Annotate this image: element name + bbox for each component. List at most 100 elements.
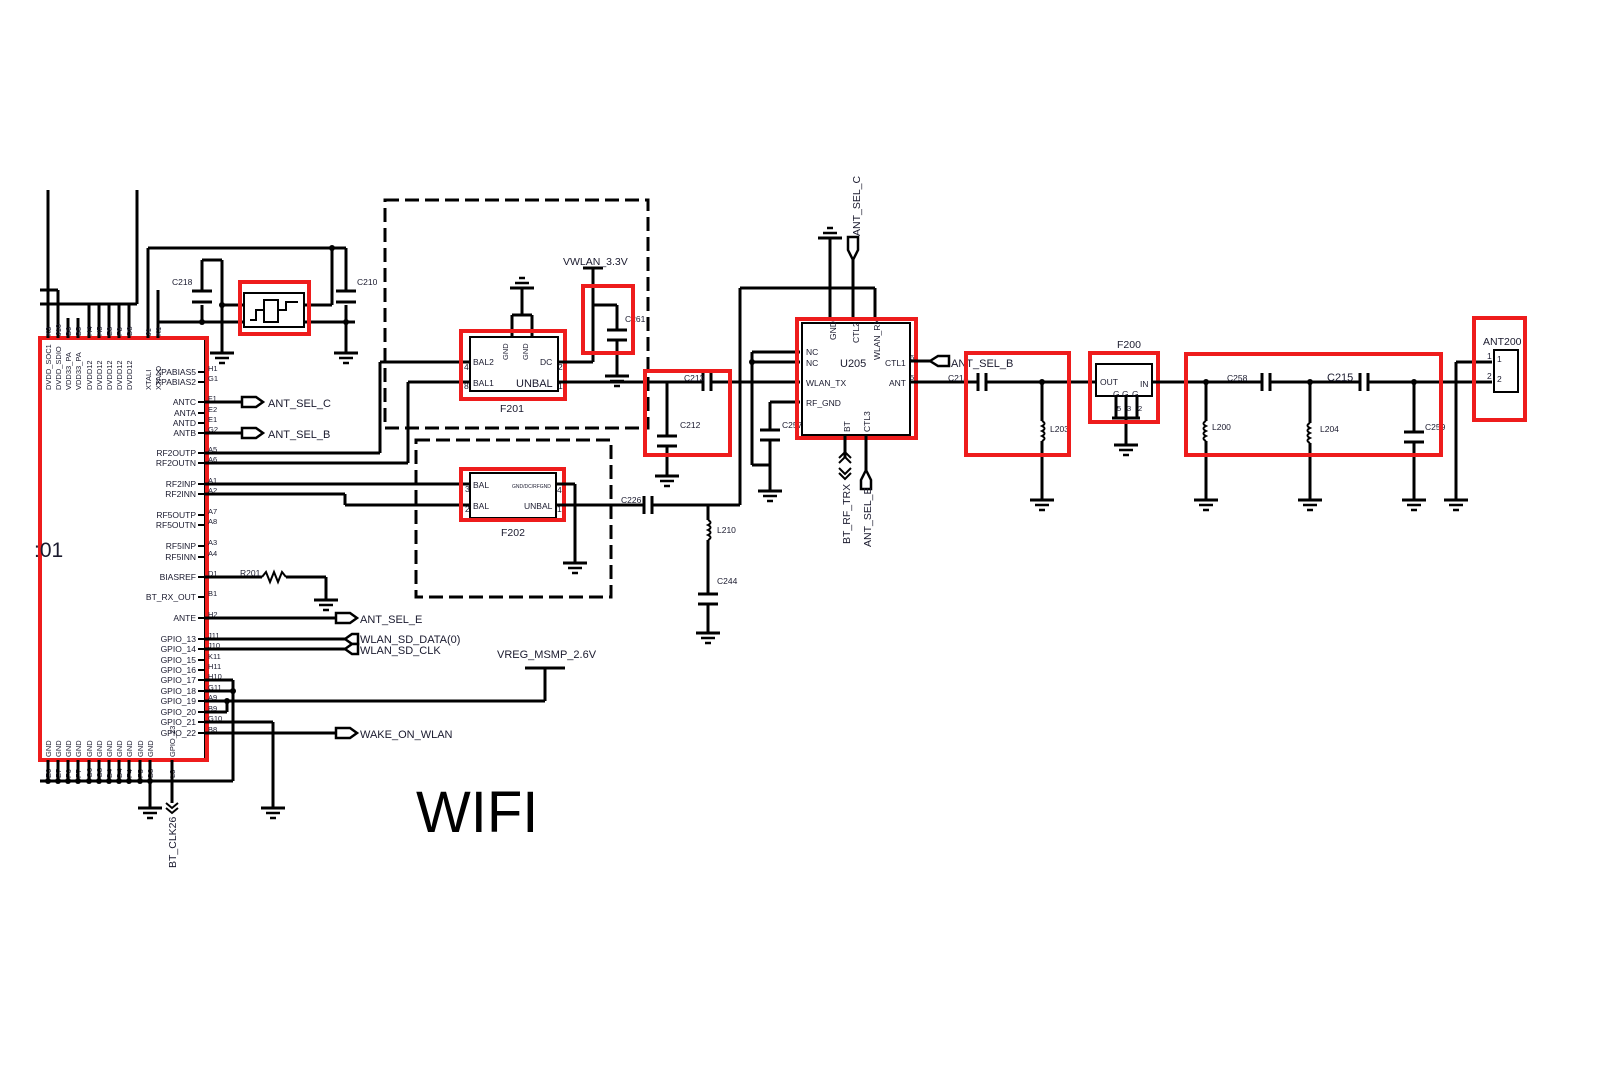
u205-highlight [795,317,918,440]
u205-body [801,322,911,436]
c261-highlight [581,284,635,355]
top-pin-name: DVDD12 [105,360,114,390]
main-ic-top-pins [40,190,160,338]
main-ic-body [39,337,206,761]
right-pin-name: GPIO_18 [161,686,197,696]
right-pin-number: G11 [208,683,222,692]
c261-label: C261 [625,314,646,324]
right-pin-name: RF5INP [166,541,197,551]
right-pin-name: GPIO_13 [161,634,197,644]
bottom-pin-name: GND [136,740,145,757]
ant-sel-c-u205-port [846,235,860,263]
top-pin-name: DVDD12 [85,360,94,390]
svg-text:OUT: OUT [1100,377,1118,387]
right-pin-number: E2 [208,405,217,414]
svg-text:CTL3: CTL3 [862,411,872,432]
top-pin-name: DVDD_SDIO [54,346,63,390]
svg-text:2: 2 [558,362,563,372]
c214-l203-highlight [964,351,1071,457]
l200-label: L200 [1212,422,1231,432]
main-ic-highlight [38,336,209,762]
bottom-pin-name: GND [74,740,83,757]
matching-network: L200 C258 L204 C215 C259 [1184,352,1492,512]
right-pin-number: H10 [208,672,222,681]
bottom-pin-name: GND [95,740,104,757]
f201-highlight [459,329,567,401]
main-ic-top-pin-labels: K3DVDD_SOC1J10DVDD_SDIOB6VDD33_PAB5VDD33… [44,324,163,390]
right-pin-name: RF5INN [165,552,196,562]
bottom-pin-name: GND [54,740,63,757]
svg-text:NC: NC [806,347,818,357]
right-pin-name: GPIO_22 [161,728,197,738]
c213-label: C213 [684,373,705,383]
right-pin-number: A2 [208,486,217,495]
f202-dashed-region [414,438,613,599]
l203-label: L203 [1050,424,1069,434]
right-pin-number: A8 [208,517,217,526]
right-pin-number: E1 [208,415,217,424]
svg-text:4: 4 [557,485,562,495]
bt-clk26-net: BT_CLK26 [167,816,179,868]
right-pin-name: XPABIAS5 [156,367,197,377]
f202-highlight [459,467,566,522]
right-pin-number: A6 [208,455,217,464]
svg-text:8: 8 [464,381,469,391]
svg-text:2: 2 [1497,374,1502,384]
right-pin-name: ANTC [173,397,196,407]
f201-ref: F201 [500,403,524,415]
svg-text:2: 2 [465,504,470,514]
f201-dashed-region [383,198,650,430]
bottom-pin-name: GND [44,740,53,757]
right-pin-number: K11 [208,652,221,661]
top-pin-number: J1 [144,328,153,336]
f201-balun: BAL2 BAL1 DC UNBAL GND GND 4 8 2 1 F201 … [383,198,703,430]
top-pin-name: DVDD_SOC1 [44,344,53,390]
f202-ref: F202 [501,527,525,539]
right-pin-number: A4 [208,549,217,558]
bottom-pin-name: GND [146,740,155,757]
top-pin-number: H4 [85,326,94,336]
svg-text:WLAN_RX: WLAN_RX [872,319,882,360]
bottom-pin-name: GND [125,740,134,757]
right-pin-number: G2 [208,425,218,434]
ant-sel-e-net: ANT_SEL_E [360,614,422,626]
right-pin-number: B1 [208,589,217,598]
f200-ref: F200 [1117,339,1141,351]
right-pin-name: BT_RX_OUT [146,592,196,602]
top-pin-name: VDD33_PA [74,352,83,390]
right-pin-number: H2 [208,610,218,619]
ant200-highlight [1472,316,1527,422]
ant-sel-b-port [240,426,266,440]
svg-text:6: 6 [910,353,914,362]
wlan-sd-clk-net: WLAN_SD_CLK [360,645,441,657]
main-ic-ref: :01 [34,539,63,562]
right-pin-number: B8 [208,725,217,734]
right-pin-name: ANTE [173,613,196,623]
right-pin-number: A5 [208,445,217,454]
top-pin-number: B5 [74,327,83,336]
svg-text:G: G [1132,389,1139,399]
ant200-connector: 1 2 1 2 ANT200 [1442,316,1527,512]
ant-sel-c-u205-net: ANT_SEL_C [851,175,863,236]
right-pin-name: GPIO_15 [161,655,197,665]
c259-label: C259 [1425,422,1446,432]
right-pin-name: GPIO_21 [161,717,197,727]
ant-sel-b-u205-net: ANT_SEL_B [951,358,1013,370]
top-pin-name: XTALO [154,366,163,390]
svg-text:CTL1: CTL1 [885,358,906,368]
bottom-pin-name: GND [85,740,94,757]
svg-text:BAL2: BAL2 [473,357,494,367]
c214-label: C214 [948,373,969,383]
bottom-pin-name: GPIO_23 [168,726,177,757]
right-pin-name: BIASREF [160,572,196,582]
c218-label: C218 [172,277,193,287]
ant-sel-e-port [334,611,360,625]
right-pin-number: G10 [208,714,222,723]
ant-sel-b-u205-port [927,354,951,368]
c213-c212-network: C213 C212 [643,369,800,488]
crystal-highlight [238,280,311,336]
svg-text:GND/DC/RFGND: GND/DC/RFGND [512,484,551,490]
svg-text:BT: BT [842,421,852,432]
svg-text:RF_GND: RF_GND [806,398,841,408]
